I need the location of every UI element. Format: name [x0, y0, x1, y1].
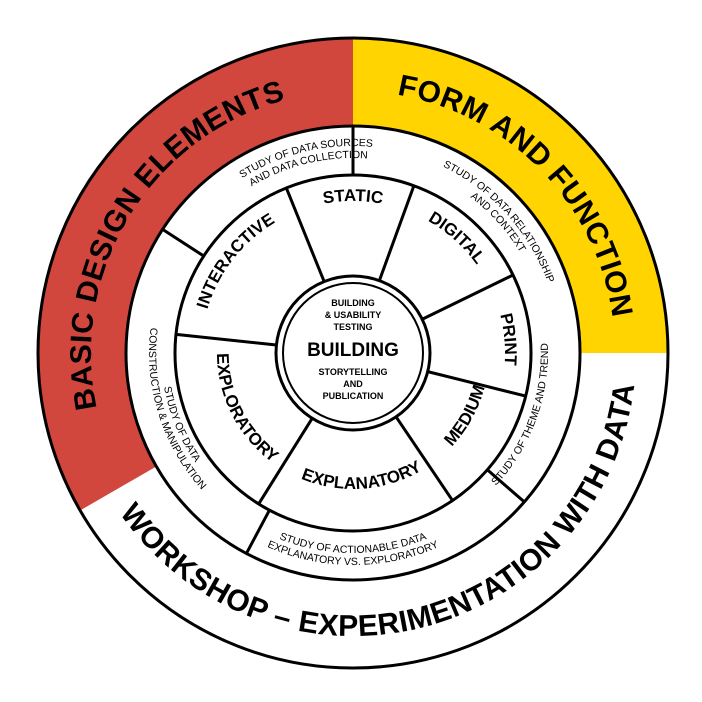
hub-bottom-line-3: PUBLICATION — [323, 391, 384, 401]
category-divider-line — [427, 370, 527, 398]
inner-disc — [126, 126, 580, 580]
category-label-static: STATIC — [321, 186, 384, 208]
category-label-print: PRINT — [496, 311, 520, 366]
hub-top-line-3: TESTING — [333, 322, 372, 332]
hub-title: BUILDING — [307, 340, 399, 361]
outer-segment-form-and-function — [353, 38, 668, 353]
study-divider-line — [161, 228, 205, 258]
hub-bottom-line-1: STORYTELLING — [318, 367, 387, 377]
hub-bottom-line-2: AND — [343, 379, 363, 389]
category-divider-line — [377, 185, 416, 282]
category-divider-line — [421, 273, 514, 321]
hub-top-line-2: & USABILITY — [325, 310, 382, 320]
category-divider-line — [175, 332, 277, 347]
hub-inner-border — [282, 282, 424, 424]
hub-outer-border — [274, 274, 432, 432]
outer-ring-border — [36, 36, 670, 670]
category-ring-dividers — [175, 185, 527, 505]
category-divider-line — [257, 417, 314, 505]
outer-segment-basic-design-elements — [37, 38, 353, 511]
study-ring-dividers — [161, 126, 526, 555]
category-divider-line — [284, 187, 326, 283]
study-divider-line — [486, 468, 526, 504]
hub-top-line-1: BUILDING — [331, 298, 375, 308]
study-divider-line — [245, 509, 271, 555]
outer-segment-workshop — [80, 353, 668, 669]
category-divider-line — [394, 416, 454, 502]
